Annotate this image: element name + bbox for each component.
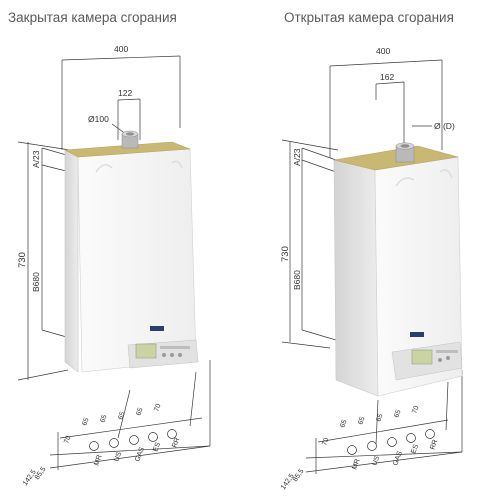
pipe-label: RR [171,437,181,449]
width-label-open: 400 [376,46,390,56]
spacing-label: 70 [321,437,330,447]
spacing-label: 65 [117,411,126,421]
spacing-label: 65 [99,414,108,424]
flue-diameter-label-open: Ø (D) [434,121,455,131]
height-label-closed: 730 [17,252,28,268]
display-open [411,349,433,365]
pipe-es-open [406,433,416,443]
pipe-label: US [371,455,381,467]
top-gap-label-open: A/23 [292,148,302,166]
pipe-label: MR [351,458,361,471]
casing-front-closed [77,148,197,373]
casing-side-open [333,159,379,397]
dimension-lines-open [281,59,463,474]
flue-offset-label-closed: 122 [118,88,132,98]
spacing-label: 70 [63,435,72,445]
spacing-label: 65 [357,416,366,426]
depth-label-open: 142,5 [280,473,296,491]
depth-label-open: 85,5 [292,468,306,483]
pipe-label: RR [429,439,439,451]
flue-diameter-label-closed: Ø100 [88,114,109,124]
spacing-label: 70 [411,405,420,415]
dimension-lines-closed [17,55,211,470]
top-gap-label-closed: A/23 [31,150,41,168]
pipe-label: US [113,451,123,463]
boiler-open: 400 162 Ø (D) A/23 730 B680 70 65 65 65 … [280,46,463,491]
pipe-gas-open [387,437,397,447]
caption-open-chamber: Открытая камера сгорания [284,10,454,25]
pipe-rr-closed [167,429,177,439]
pipe-label: MR [93,454,103,467]
pipe-label: GAS [134,446,146,463]
flue-pipe-open [395,142,415,163]
logo-plate-open [410,332,424,337]
pipe-us-closed [109,438,119,448]
spacing-label: 65 [375,413,384,423]
pipe-mr-closed [89,441,99,451]
casing-side-closed [64,149,79,373]
height-label-open: 730 [280,246,291,262]
spacing-label: 65 [393,409,402,419]
pipe-label: GAS [392,450,404,467]
pipe-gas-closed [129,435,139,445]
logo-plate-closed [150,326,164,331]
pipe-mr-open [347,445,357,455]
spacing-label: 65 [81,417,90,427]
pipe-label: ES [410,443,420,454]
spacing-label: 70 [153,403,162,413]
flue-pipe-closed [121,130,139,149]
pipe-rr-open [425,429,435,439]
display-closed [135,343,157,359]
spacing-label: 65 [339,419,348,429]
caption-closed-chamber: Закрытая камера сгорания [8,10,177,25]
boiler-closed: 400 122 Ø100 A/23 730 B680 70 65 65 65 6… [17,44,211,487]
bracket-label-open: B680 [292,270,302,290]
width-label-closed: 400 [114,44,128,54]
pipe-label: ES [152,441,162,452]
spacing-label: 65 [135,407,144,417]
bracket-label-closed: B680 [31,272,41,292]
pipe-es-closed [148,432,158,442]
pipe-us-open [367,441,377,451]
flue-offset-label-open: 162 [380,72,394,82]
